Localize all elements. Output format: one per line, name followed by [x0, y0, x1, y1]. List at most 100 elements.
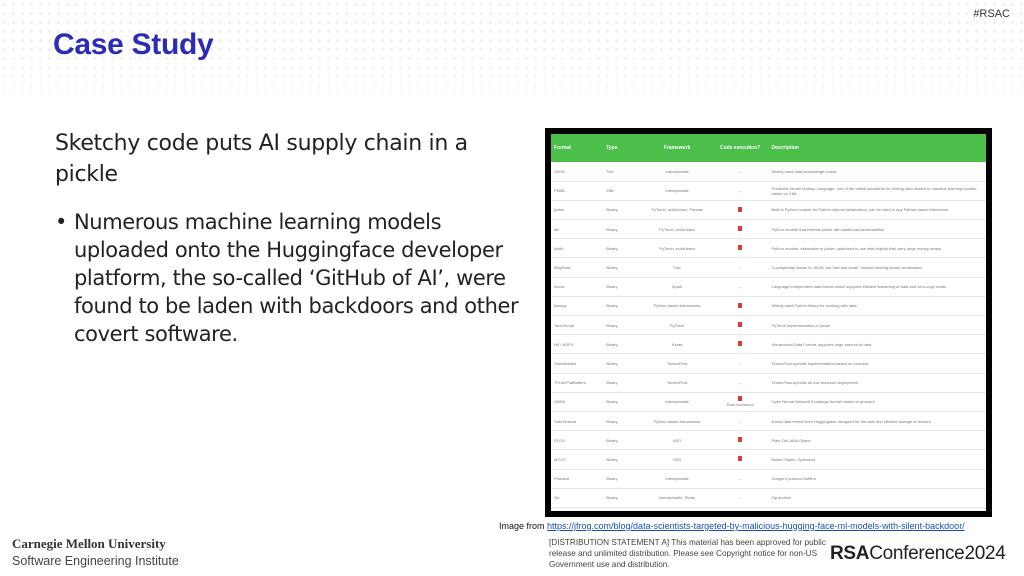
- caption-link[interactable]: https://jfrog.com/blog/data-scientists-t…: [547, 521, 965, 531]
- table-cell-exec: [711, 430, 769, 451]
- slide-subtitle: Sketchy code puts AI supply chain in a p…: [55, 131, 468, 187]
- cmu-name: Carnegie Mellon University: [12, 536, 166, 551]
- table-cell-exec: [711, 238, 769, 259]
- table-cell-format: SavedModel: [551, 353, 604, 374]
- table-cell-description: A new data format from Huggingface desig…: [768, 411, 986, 432]
- table-cell-format: joblib: [551, 238, 604, 259]
- code-execution-icon: [738, 322, 743, 328]
- table-cell-framework: Interoperable, Pickle: [642, 488, 712, 508]
- table-cell-framework: H2O: [642, 430, 712, 451]
- table-cell-exec: —: [711, 353, 769, 374]
- table-cell-description: Zip archive: [768, 488, 986, 508]
- table-cell-format: Protobuf: [551, 469, 604, 489]
- table-cell-framework: Interoperable: [642, 469, 712, 489]
- table-cell-description: Python module that extends pickle with a…: [768, 219, 986, 240]
- code-execution-icon: [738, 456, 743, 462]
- table-header-cell: Framework: [642, 134, 712, 162]
- table-cell-description: Widely used Python library for working w…: [768, 296, 986, 317]
- bullet-dot-icon: •: [55, 210, 67, 234]
- table-cell-exec: —: [711, 162, 769, 182]
- table-cell-format: ONNX: [551, 392, 604, 412]
- table-cell-description: Python module, alternative to pickle; op…: [768, 238, 986, 259]
- table-cell-exec: [711, 315, 769, 336]
- no-execution-dash: —: [738, 380, 743, 386]
- table-header-cell: Code execution?: [711, 134, 769, 162]
- table-cell-format: Arrow: [551, 277, 604, 297]
- table-header-cell: Type: [603, 134, 643, 162]
- table-cell-format: pickle: [551, 200, 604, 221]
- distribution-statement: [DISTRIBUTION STATEMENT A] This material…: [549, 538, 826, 569]
- table-cell-type: Binary: [603, 430, 643, 451]
- table-cell-type: Binary: [603, 488, 643, 508]
- code-execution-icon: [738, 396, 743, 402]
- table-cell-format: TorchScript: [551, 315, 604, 336]
- rsa-conference-logo: RSAConference2024: [830, 543, 1006, 565]
- table-cell-format: Zip: [551, 488, 604, 508]
- table-cell-description: Predictive Model Markup Language, one of…: [768, 181, 986, 201]
- table-cell-exec: [711, 219, 769, 240]
- table-cell-exec: Rare scenarios: [711, 392, 769, 412]
- table-cell-framework: Python-based frameworks: [642, 296, 712, 317]
- table-cell-format: Numpy: [551, 296, 604, 317]
- table-cell-type: Binary: [603, 334, 643, 355]
- table-cell-type: XML: [603, 181, 643, 201]
- table-cell-description: Widely used data interchange format: [768, 162, 986, 182]
- code-execution-icon: [738, 302, 743, 308]
- table-cell-type: Binary: [603, 257, 643, 278]
- table-cell-type: Binary: [603, 277, 643, 297]
- table-cell-format: POJO: [551, 430, 604, 451]
- table-cell-framework: H2O: [642, 449, 712, 470]
- table-cell-description: Model Object, Optimized: [768, 449, 986, 470]
- no-execution-dash: —: [738, 188, 743, 194]
- table-cell-exec: [711, 334, 769, 355]
- table-cell-format: TFLite/FlatBuffers: [551, 373, 604, 393]
- no-execution-dash: —: [738, 284, 743, 290]
- table-cell-type: Binary: [603, 219, 643, 240]
- table-cell-framework: Python-based frameworks: [642, 411, 712, 432]
- caption-prefix: Image from: [499, 521, 548, 531]
- image-caption: Image from https://jfrog.com/blog/data-s…: [499, 521, 965, 531]
- table-cell-framework: PyTorch, scikit-learn: [642, 238, 712, 259]
- table-cell-type: Binary: [603, 392, 643, 412]
- table-cell-exec: —: [711, 257, 769, 278]
- table-cell-format: JSON: [551, 162, 604, 182]
- rsa-conference-text: Conference2024: [869, 543, 1006, 564]
- table-cell-framework: Spark: [642, 277, 712, 297]
- hashtag: #RSAC: [973, 8, 1010, 20]
- code-execution-icon: [738, 341, 743, 347]
- text-column: Sketchy code puts AI supply chain in a p…: [55, 128, 535, 348]
- table-cell-type: Binary: [603, 411, 643, 432]
- table-cell-description: Conceptually similar to JSON, but 'fast …: [768, 257, 986, 278]
- table-cell-type: Binary: [603, 238, 643, 259]
- no-execution-dash: —: [738, 418, 743, 424]
- table-cell-exec: [711, 296, 769, 317]
- code-execution-icon: [738, 245, 743, 251]
- table-cell-description: TensorFlow-specific implementation based…: [768, 353, 986, 374]
- code-execution-icon: [738, 437, 743, 443]
- table-cell-description: Google's protocol buffers: [768, 469, 986, 489]
- table-cell-exec: —: [711, 181, 769, 201]
- table-cell-exec: —: [711, 469, 769, 489]
- table-cell-description: Hierarchical Data Format, supports large…: [768, 334, 986, 355]
- no-execution-dash: —: [738, 168, 743, 174]
- table-cell-format: MOJO: [551, 449, 604, 470]
- table-cell-format: MsgPack: [551, 257, 604, 278]
- table-cell-format: H5 / HDF5: [551, 334, 604, 355]
- table-cell-exec: —: [711, 488, 769, 508]
- code-execution-icon: [738, 226, 743, 232]
- no-execution-dash: —: [738, 360, 743, 366]
- table-cell-framework: PyTorch, scikit-learn, Pandas: [642, 200, 712, 221]
- no-execution-dash: —: [738, 495, 743, 501]
- cmu-sei: Software Engineering Institute: [12, 554, 179, 568]
